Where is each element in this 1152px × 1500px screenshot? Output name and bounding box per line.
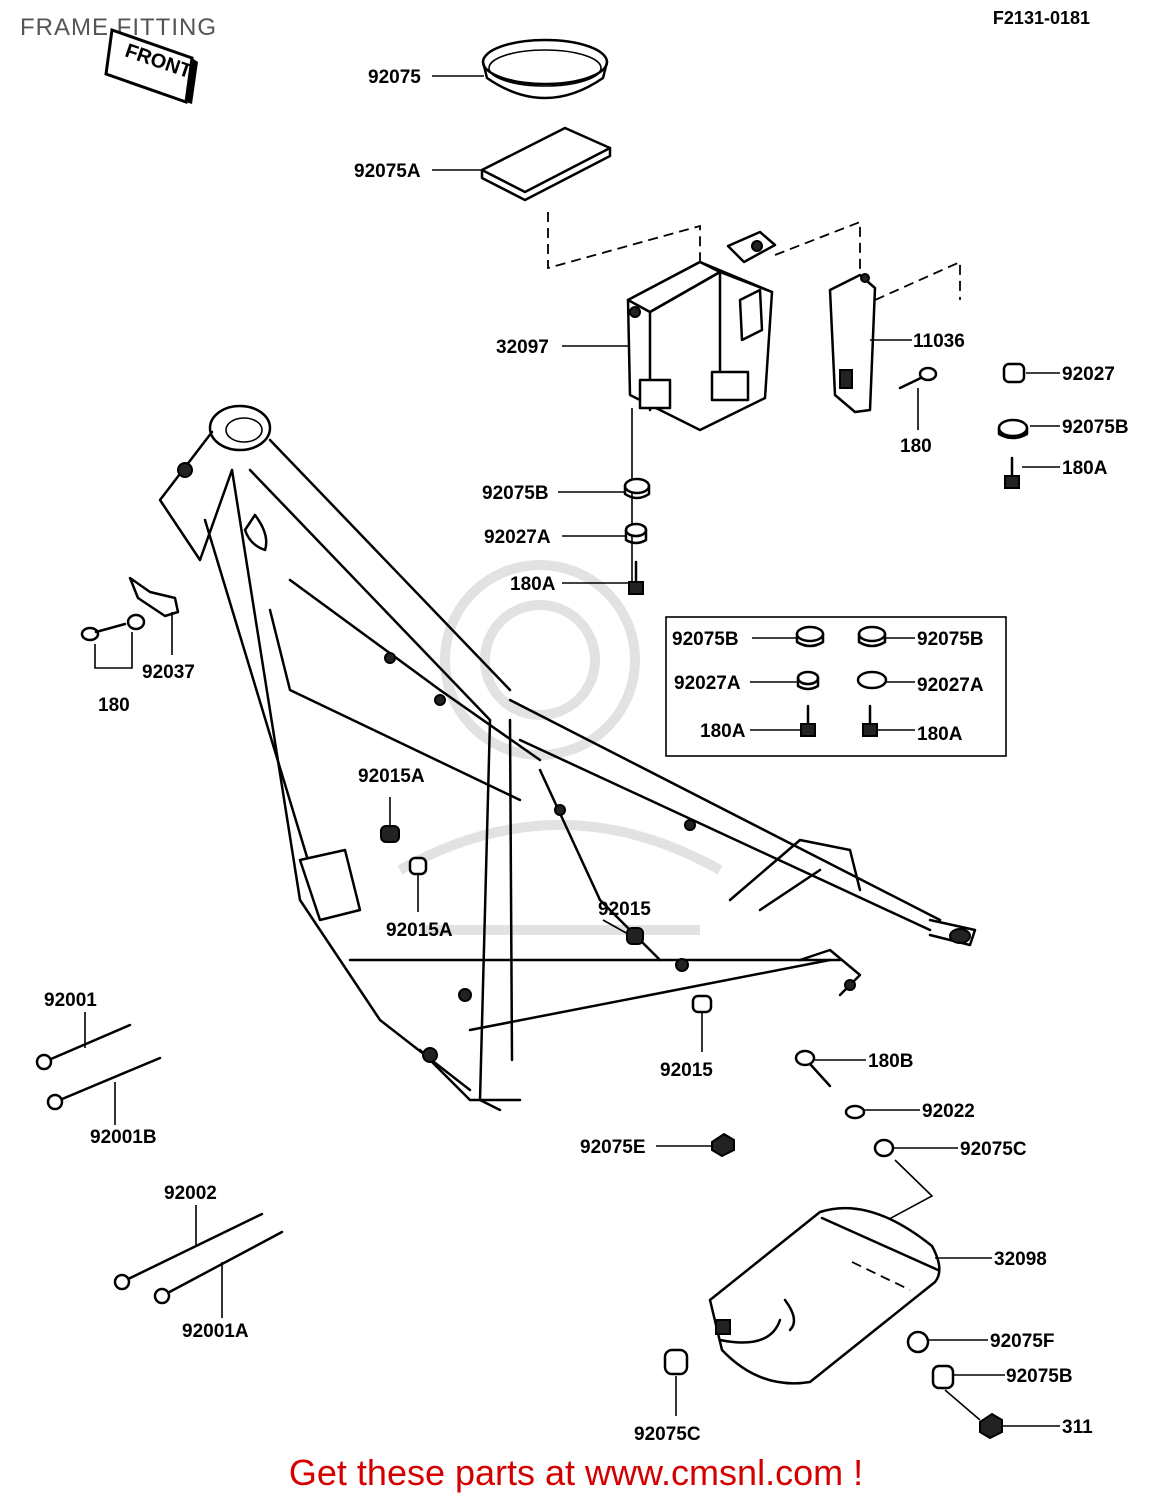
label-box-92075B-left: 92075B <box>672 629 739 650</box>
label-92075C-right: 92075C <box>960 1139 1027 1160</box>
label-11036: 11036 <box>913 331 965 352</box>
spare-parts-box <box>665 616 1007 757</box>
watermark-logo <box>397 560 723 935</box>
damper-92075C-right-part <box>873 1138 895 1158</box>
label-92075B-bottom: 92075B <box>1006 1366 1073 1387</box>
box-parts-icons <box>795 625 888 737</box>
cover-32098-part <box>708 1206 941 1385</box>
bolt-92001A-part <box>153 1230 284 1305</box>
label-box-92027A-left: 92027A <box>674 673 741 694</box>
label-92075: 92075 <box>368 67 421 88</box>
leader-lines <box>171 75 1060 1427</box>
label-92027A-center: 92027A <box>484 527 551 548</box>
footer-link-text[interactable]: Get these parts at www.cmsnl.com ! <box>288 1452 864 1493</box>
label-311: 311 <box>1062 1417 1093 1438</box>
label-32098: 32098 <box>994 1249 1047 1270</box>
bolt-180-left-part <box>80 613 146 642</box>
bolt-92001B-part <box>46 1056 162 1111</box>
label-92075A: 92075A <box>354 161 421 182</box>
damper-92075C-bottom-part <box>663 1348 689 1376</box>
label-32097: 32097 <box>496 337 549 358</box>
front-badge: FRONT <box>104 27 198 105</box>
label-92037: 92037 <box>142 662 195 683</box>
label-92001: 92001 <box>44 990 97 1011</box>
bolt-92002-part <box>113 1212 264 1291</box>
label-92027: 92027 <box>1062 364 1115 385</box>
bracket-92037-part <box>128 576 180 618</box>
label-92075B-right: 92075B <box>1062 417 1129 438</box>
label-92001A: 92001A <box>182 1321 249 1342</box>
band-ring-part <box>481 38 609 100</box>
bolt-180A-center-part <box>628 560 644 595</box>
label-180-mid: 180 <box>900 436 932 457</box>
label-92015A-upper: 92015A <box>358 766 425 787</box>
damper-92075B-bottom-part <box>931 1364 955 1390</box>
label-box-180A-right: 180A <box>917 724 963 745</box>
collar-92027-part <box>1002 362 1026 384</box>
label-92015A-lower: 92015A <box>386 920 453 941</box>
nut-311-part <box>979 1412 1003 1440</box>
label-92022: 92022 <box>922 1101 975 1122</box>
bolt-180B-part <box>794 1049 832 1088</box>
label-92001B: 92001B <box>90 1127 157 1148</box>
label-180B: 180B <box>868 1051 913 1072</box>
collar-92015-lower <box>691 994 713 1014</box>
washer-92022-part <box>844 1104 866 1120</box>
motorcycle-frame <box>158 404 977 1112</box>
pad-part <box>480 126 612 202</box>
label-180A-center: 180A <box>510 574 556 595</box>
collar-92015-upper <box>626 927 644 945</box>
collar-92015A-upper <box>380 825 400 843</box>
label-180-left: 180 <box>98 695 130 716</box>
label-92015-upper: 92015 <box>598 899 651 920</box>
label-92075C-bottom: 92075C <box>634 1424 701 1445</box>
collar-92027A-center-part <box>624 522 648 545</box>
bolt-180A-right-part <box>1004 456 1020 489</box>
diagram-code: F2131-0181 <box>992 8 1090 28</box>
bolt-92001-part <box>35 1023 132 1071</box>
label-box-92075B-right: 92075B <box>917 629 984 650</box>
label-box-180A-left: 180A <box>700 721 746 742</box>
label-box-92027A-right: 92027A <box>917 675 984 696</box>
label-180A-right: 180A <box>1062 458 1108 479</box>
collar-92015A-lower <box>408 856 428 876</box>
bracket-part <box>828 273 877 414</box>
label-92075B-center: 92075B <box>482 483 549 504</box>
damper-92075B-center-part <box>623 477 651 500</box>
damper-92075B-right-part <box>997 418 1029 440</box>
label-92075F: 92075F <box>990 1331 1054 1352</box>
bolt-180-mid <box>898 366 938 390</box>
battery-case-part <box>626 230 777 432</box>
label-92002: 92002 <box>164 1183 217 1204</box>
label-92015-lower: 92015 <box>660 1060 713 1081</box>
label-92075E: 92075E <box>580 1137 646 1158</box>
nut-92075E-part <box>711 1132 735 1158</box>
damper-92075F-part <box>906 1330 930 1354</box>
